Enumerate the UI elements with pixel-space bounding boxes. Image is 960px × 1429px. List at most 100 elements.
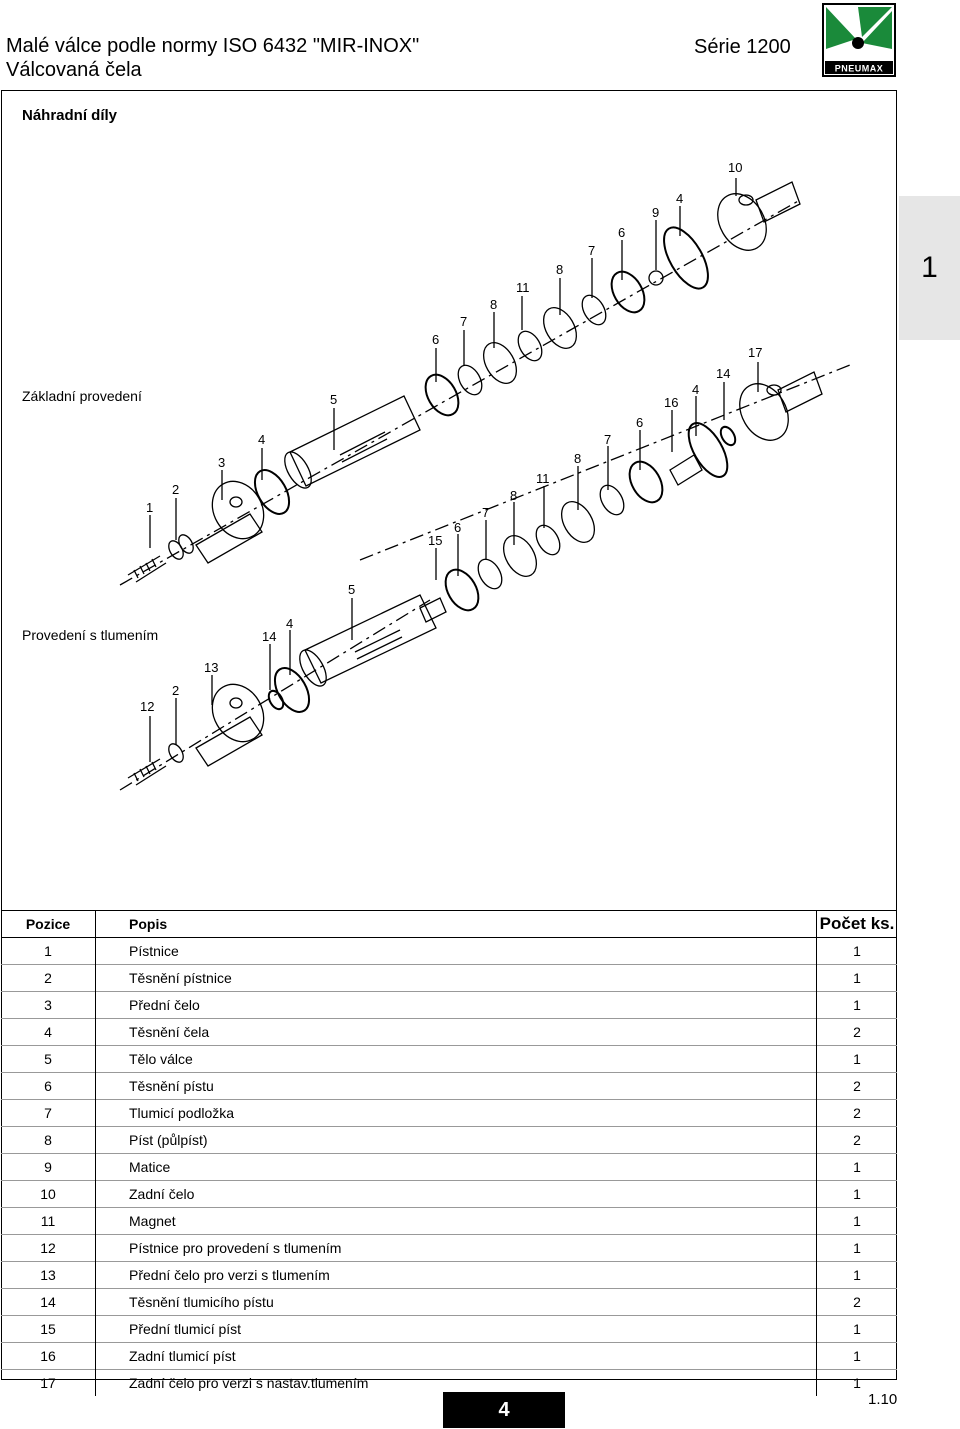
callout: 12 [140,699,154,714]
piston-rod-cushioned [127,743,184,786]
cell-description: Tlumicí podložka [95,1099,817,1127]
cell-position: 13 [1,1261,96,1289]
callout: 2 [172,482,179,497]
chapter-tab: 1 [899,196,960,340]
callout: 16 [664,395,678,410]
callout: 10 [728,160,742,175]
callout: 9 [652,205,659,220]
callout: 7 [604,432,611,447]
cell-description: Pístnice [95,937,817,965]
section-title: Náhradní díly [22,107,118,124]
cushion-seal-rear [719,425,737,447]
callout: 1 [146,500,153,515]
callout: 14 [262,629,276,644]
cell-position: 1 [1,937,96,965]
callouts-basic: 1 2 3 4 5 6 7 8 11 8 7 6 9 4 10 [146,160,742,515]
callout: 2 [172,683,179,698]
cell-description: Těsnění čela [95,1018,817,1046]
header-position: Pozice [1,910,96,938]
cell-position: 4 [1,1018,96,1046]
cell-quantity: 2 [816,1288,897,1316]
cell-quantity: 1 [816,1207,897,1235]
cell-description: Přední tlumicí píst [95,1315,817,1343]
header-description: Popis [95,910,817,938]
cell-description: Zadní čelo [95,1180,817,1208]
exploded-view-drawing: 1 2 3 4 5 6 7 8 11 8 7 6 9 4 10 15 6 7 8… [119,160,851,791]
header-quantity: Počet ks. [816,910,897,938]
cell-description: Matice [95,1153,817,1181]
front-head-basic [195,480,265,564]
cell-quantity: 1 [816,1342,897,1370]
cell-quantity: 2 [816,1072,897,1100]
cell-position: 9 [1,1153,96,1181]
cell-quantity: 1 [816,1234,897,1262]
front-head-cushioned [195,683,265,767]
cell-quantity: 1 [816,964,897,992]
cushion-seal-front [267,689,285,711]
callout: 11 [536,471,550,486]
logo-text: PNEUMAX [835,64,884,74]
callout: 3 [218,455,225,470]
rear-head-seal-cushioned [687,422,729,478]
head-seal-cushioned [273,667,311,713]
cell-description: Přední čelo pro verzi s tlumením [95,1261,817,1289]
cylinder-tube-cushioned [299,594,447,687]
cell-quantity: 1 [816,1369,897,1396]
callout: 4 [258,432,265,447]
axis-line-cushion-mid [359,364,851,561]
cell-quantity: 1 [816,1315,897,1343]
callouts-cushion-mid: 15 6 7 8 11 8 7 6 16 4 14 17 [428,345,762,548]
cell-position: 11 [1,1207,96,1235]
cell-position: 12 [1,1234,96,1262]
cell-description: Zadní tlumicí píst [95,1342,817,1370]
rear-head-basic [717,181,801,251]
title-line-1: Malé válce podle normy ISO 6432 "MIR-INO… [6,35,420,57]
cell-position: 7 [1,1099,96,1127]
callout: 8 [574,451,581,466]
variant-cushioned-label: Provedení s tlumením [22,627,159,643]
callout: 7 [588,243,595,258]
callout: 8 [556,262,563,277]
page-reference: 1.10 [868,1391,898,1408]
rear-head-cushioned [739,371,823,441]
axis-line-basic [119,199,801,586]
cell-quantity: 1 [816,1261,897,1289]
series-label: Série 1200 [694,36,791,58]
cell-position: 3 [1,991,96,1019]
cell-description: Magnet [95,1207,817,1235]
callout: 17 [748,345,762,360]
cell-quantity: 1 [816,1045,897,1073]
callout: 4 [286,616,293,631]
cell-description: Zadní čelo pro verzi s nastav.tlumením [95,1369,817,1396]
cell-quantity: 2 [816,1126,897,1154]
table-header-row: Pozice Popis Počet ks. [1,910,897,938]
head-seal-basic [253,469,291,515]
callout: 11 [516,280,530,295]
cell-quantity: 2 [816,1099,897,1127]
variant-basic-label: Základní provedení [22,388,142,404]
cell-position: 17 [1,1369,96,1396]
cell-quantity: 1 [816,991,897,1019]
cell-position: 15 [1,1315,96,1343]
callout: 8 [490,297,497,312]
cell-quantity: 1 [816,1153,897,1181]
cylinder-tube-basic [284,395,421,489]
callout: 14 [716,366,730,381]
page-number: 4 [443,1392,565,1428]
cell-quantity: 1 [816,937,897,965]
callout: 7 [482,505,489,520]
callout: 7 [460,314,467,329]
callout: 6 [618,225,625,240]
